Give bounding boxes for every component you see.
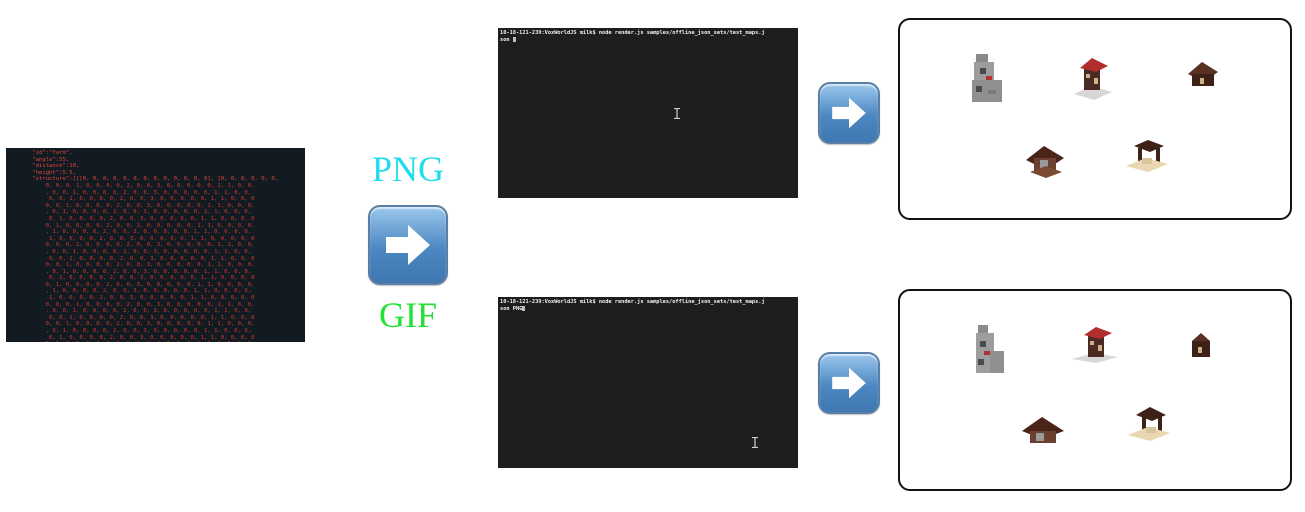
voxel-pavilion-model (1126, 140, 1168, 172)
voxel-tower-model (972, 54, 1002, 102)
png-results-box (898, 18, 1292, 220)
arrow-to-gif-results (818, 352, 880, 414)
code-line-distance: "distance":10, (32, 163, 80, 170)
gif-results-box (898, 289, 1292, 491)
voxel-house-red-roof-model (1074, 58, 1112, 100)
terminal-gif: 10-18-121-239:VoxWorldJS milk$ node rend… (498, 297, 798, 468)
right-arrow-icon (832, 97, 866, 129)
terminal-png-prompt: 10-18-121-239:VoxWorldJS milk$ node rend… (500, 30, 765, 36)
terminal-cursor (522, 306, 526, 311)
code-structure-values: 0, 0, 0, 1, 0, 0, 0, 0, 2, 0, 0, 3, 0, 0… (45, 182, 255, 342)
voxel-hut-model (1188, 62, 1218, 86)
i-beam-cursor-icon (674, 108, 680, 119)
right-arrow-icon (832, 367, 866, 399)
arrow-to-png-results (818, 82, 880, 144)
center-arrow (368, 205, 448, 285)
terminal-gif-prompt: 10-18-121-239:VoxWorldJS milk$ node rend… (500, 299, 765, 305)
gif-label: GIF (378, 295, 437, 335)
png-label: PNG (371, 149, 445, 189)
right-arrow-icon (386, 225, 430, 265)
code-text: "id":"farm", "angle":55, "distance":10, … (6, 148, 305, 342)
code-line-height: "height":5.5, (32, 169, 76, 176)
voxel-tower-model (976, 325, 1004, 373)
terminal-cursor (512, 37, 516, 42)
terminal-png-continuation: son (500, 37, 513, 43)
voxel-pavilion-model (1128, 407, 1170, 441)
i-beam-cursor-icon (752, 437, 758, 448)
voxel-cottage-model (1026, 146, 1064, 178)
terminal-gif-continuation: son PNG (500, 306, 523, 312)
code-line-structure: "structure":[[[0, 0, 0, 0, 0, 0, 0, 0, 0… (32, 176, 279, 183)
code-line-id: "id":"farm", (32, 150, 73, 156)
json-code-panel: "id":"farm", "angle":55, "distance":10, … (6, 148, 305, 342)
voxel-cottage-model (1022, 417, 1064, 443)
code-line-angle: "angle":55, (32, 156, 70, 163)
voxel-hut-model (1192, 333, 1210, 357)
voxel-house-red-roof-model (1072, 327, 1118, 363)
terminal-png: 10-18-121-239:VoxWorldJS milk$ node rend… (498, 28, 798, 198)
